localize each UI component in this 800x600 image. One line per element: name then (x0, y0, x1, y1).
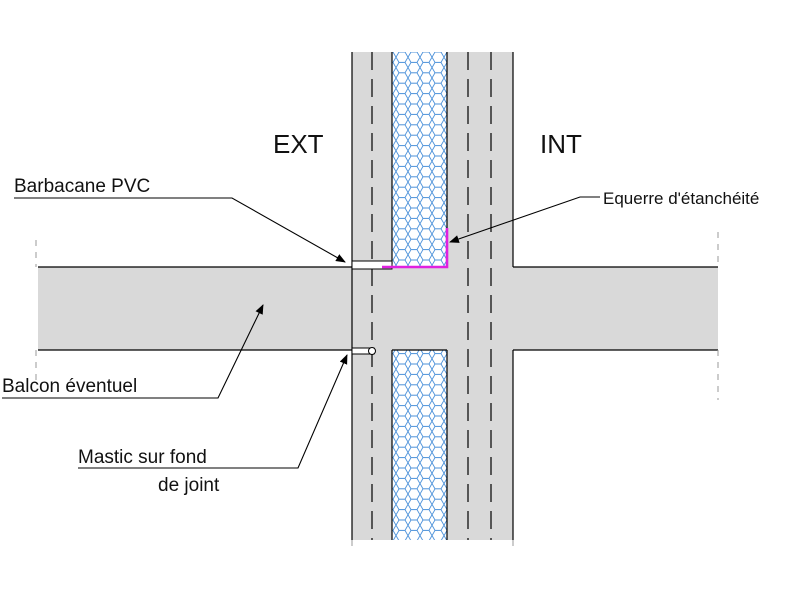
weep-hole-leader (14, 197, 346, 263)
balcony-leader (2, 304, 264, 399)
interior-label: INT (540, 129, 582, 159)
insulation-layer (392, 52, 447, 540)
inner-wall-leaf (447, 52, 513, 540)
balcony-label: Balcon éventuel (2, 376, 137, 397)
sealant-label-line1: Mastic sur fond (78, 447, 207, 468)
sealant-leader (78, 354, 348, 469)
balcony-slab (38, 267, 718, 350)
waterproof-angle (382, 228, 449, 269)
waterproof-angle-leader (449, 196, 600, 243)
reinforcement-lines (371, 52, 492, 540)
weep-hole (351, 260, 393, 270)
sealant-label-line2: de joint (158, 475, 220, 496)
waterproof-angle-label: Equerre d'étanchéité (603, 189, 759, 208)
sealant-joint (351, 347, 376, 355)
weep-hole-label: Barbacane PVC (14, 176, 150, 197)
leader-lines (2, 196, 600, 469)
wall-outlines (38, 52, 718, 540)
exterior-label: EXT (273, 129, 324, 159)
extent-marks (35, 232, 719, 548)
